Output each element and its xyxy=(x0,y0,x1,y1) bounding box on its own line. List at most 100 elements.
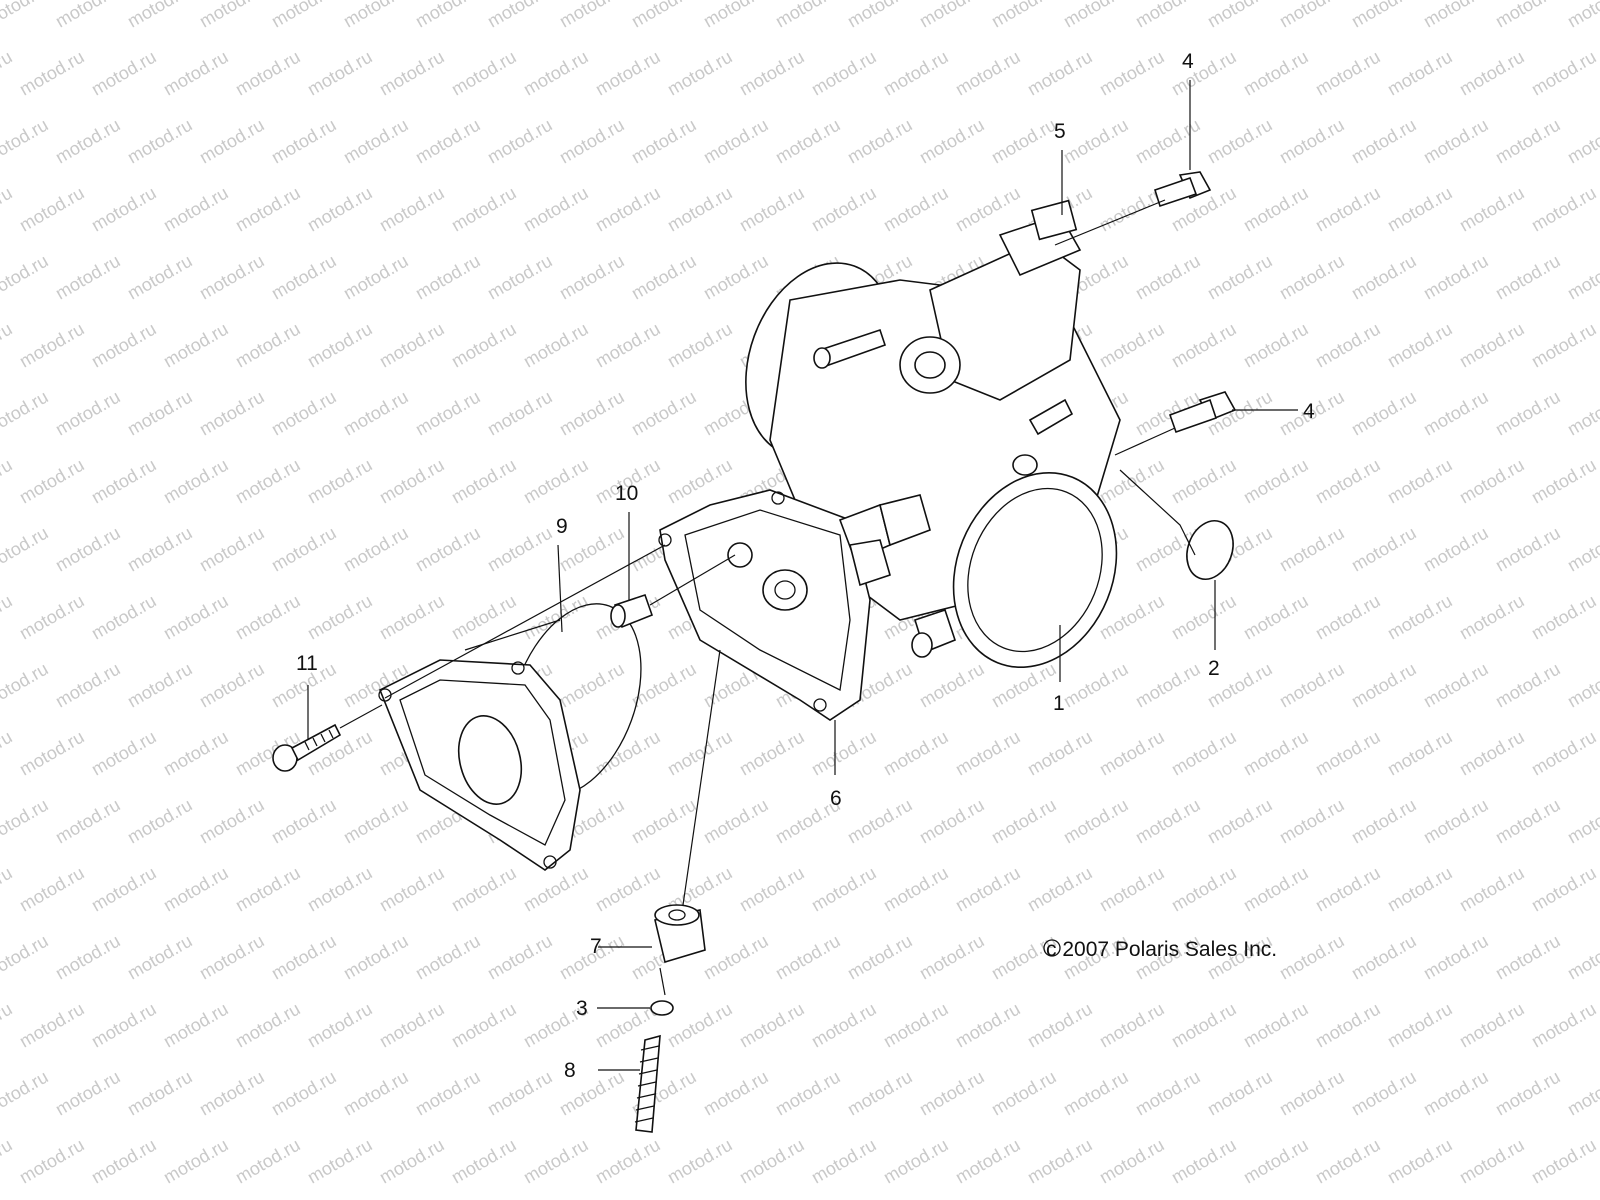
watermark-text: motod.ru xyxy=(412,1067,484,1120)
screw-11-part xyxy=(272,723,342,772)
watermark-text: motod.ru xyxy=(232,999,304,1052)
watermark-text: motod.ru xyxy=(0,183,16,236)
watermark-text: motod.ru xyxy=(556,251,628,304)
watermark-text: motod.ru xyxy=(304,591,376,644)
watermark-text: motod.ru xyxy=(1564,115,1600,168)
watermark-text: motod.ru xyxy=(0,727,16,780)
watermark-text: motod.ru xyxy=(160,727,232,780)
watermark-text: motod.ru xyxy=(304,319,376,372)
watermark-text: motod.ru xyxy=(1024,727,1096,780)
watermark-text: motod.ru xyxy=(1348,523,1420,576)
watermark-text: motod.ru xyxy=(1384,863,1456,916)
watermark-text: motod.ru xyxy=(16,863,88,916)
watermark-text: motod.ru xyxy=(808,863,880,916)
watermark-text: motod.ru xyxy=(160,591,232,644)
watermark-text: motod.ru xyxy=(556,0,628,31)
watermark-text: motod.ru xyxy=(1276,523,1348,576)
watermark-text: motod.ru xyxy=(628,0,700,31)
watermark-text: motod.ru xyxy=(1456,455,1528,508)
watermark-text: motod.ru xyxy=(1348,659,1420,712)
watermark-text: motod.ru xyxy=(52,387,124,440)
watermark-text: motod.ru xyxy=(376,455,448,508)
watermark-text: motod.ru xyxy=(1384,319,1456,372)
watermark-text: motod.ru xyxy=(880,999,952,1052)
watermark-text: motod.ru xyxy=(1348,251,1420,304)
watermark-text: motod.ru xyxy=(0,523,52,576)
watermark-text: motod.ru xyxy=(808,47,880,100)
watermark-text: motod.ru xyxy=(916,1067,988,1120)
watermark-text: motod.ru xyxy=(448,1135,520,1188)
watermark-text: motod.ru xyxy=(0,863,16,916)
watermark-text: motod.ru xyxy=(988,795,1060,848)
watermark-text: motod.ru xyxy=(268,0,340,31)
watermark-text: motod.ru xyxy=(1348,931,1420,984)
watermark-text: motod.ru xyxy=(1348,1067,1420,1120)
watermark-text: motod.ru xyxy=(1276,0,1348,31)
watermark-text: motod.ru xyxy=(1276,1067,1348,1120)
watermark-text: motod.ru xyxy=(1420,659,1492,712)
watermark-text: motod.ru xyxy=(376,47,448,100)
watermark-text: motod.ru xyxy=(1168,999,1240,1052)
watermark-text: motod.ru xyxy=(844,0,916,31)
watermark-text: motod.ru xyxy=(1060,795,1132,848)
watermark-text: motod.ru xyxy=(16,47,88,100)
watermark-text: motod.ru xyxy=(1240,319,1312,372)
watermark-text: motod.ru xyxy=(1132,659,1204,712)
watermark-text: motod.ru xyxy=(736,863,808,916)
watermark-text: motod.ru xyxy=(160,1135,232,1188)
watermark-text: motod.ru xyxy=(412,115,484,168)
watermark-text: motod.ru xyxy=(340,251,412,304)
watermark-text: motod.ru xyxy=(340,387,412,440)
watermark-text: motod.ru xyxy=(124,931,196,984)
watermark-text: motod.ru xyxy=(1384,183,1456,236)
watermark-text: motod.ru xyxy=(700,795,772,848)
watermark-text: motod.ru xyxy=(376,183,448,236)
watermark-text: motod.ru xyxy=(988,115,1060,168)
screw-4-mid-part xyxy=(1168,391,1237,434)
watermark-text: motod.ru xyxy=(1024,1135,1096,1188)
watermark-text: motod.ru xyxy=(1060,0,1132,31)
watermark-text: motod.ru xyxy=(1276,931,1348,984)
watermark-text: motod.ru xyxy=(1492,387,1564,440)
watermark-text: motod.ru xyxy=(700,1067,772,1120)
watermark-text: motod.ru xyxy=(1384,455,1456,508)
watermark-text: motod.ru xyxy=(160,999,232,1052)
watermark-text: motod.ru xyxy=(1240,183,1312,236)
watermark-text: motod.ru xyxy=(628,115,700,168)
watermark-text: motod.ru xyxy=(484,1067,556,1120)
watermark-text: motod.ru xyxy=(340,1067,412,1120)
watermark-text: motod.ru xyxy=(916,0,988,31)
callout-5: 5 xyxy=(1054,120,1066,143)
watermark-text: motod.ru xyxy=(772,1067,844,1120)
watermark-text: motod.ru xyxy=(196,0,268,31)
watermark-text: motod.ru xyxy=(1312,319,1384,372)
watermark-text: motod.ru xyxy=(1384,591,1456,644)
watermark-text: motod.ru xyxy=(88,47,160,100)
watermark-text: motod.ru xyxy=(196,251,268,304)
watermark-text: motod.ru xyxy=(376,999,448,1052)
watermark-text: motod.ru xyxy=(1312,999,1384,1052)
watermark-text: motod.ru xyxy=(340,931,412,984)
dowel-pin-part xyxy=(610,593,654,629)
watermark-text: motod.ru xyxy=(520,455,592,508)
watermark-text: motod.ru xyxy=(1060,115,1132,168)
watermark-text: motod.ru xyxy=(340,0,412,31)
watermark-text: motod.ru xyxy=(304,455,376,508)
watermark-text: motod.ru xyxy=(1564,795,1600,848)
callout-10: 10 xyxy=(615,482,638,505)
watermark-text: motod.ru xyxy=(628,795,700,848)
watermark-text: motod.ru xyxy=(1456,319,1528,372)
watermark-text: motod.ru xyxy=(880,183,952,236)
watermark-text: motod.ru xyxy=(1240,591,1312,644)
watermark-text: motod.ru xyxy=(88,1135,160,1188)
watermark-text: motod.ru xyxy=(664,319,736,372)
watermark-text: motod.ru xyxy=(556,115,628,168)
watermark-text: motod.ru xyxy=(664,999,736,1052)
watermark-text: motod.ru xyxy=(268,931,340,984)
watermark-text: motod.ru xyxy=(484,0,556,31)
watermark-text: motod.ru xyxy=(700,931,772,984)
watermark-text: motod.ru xyxy=(304,183,376,236)
watermark-text: motod.ru xyxy=(1420,931,1492,984)
watermark-text: motod.ru xyxy=(772,115,844,168)
